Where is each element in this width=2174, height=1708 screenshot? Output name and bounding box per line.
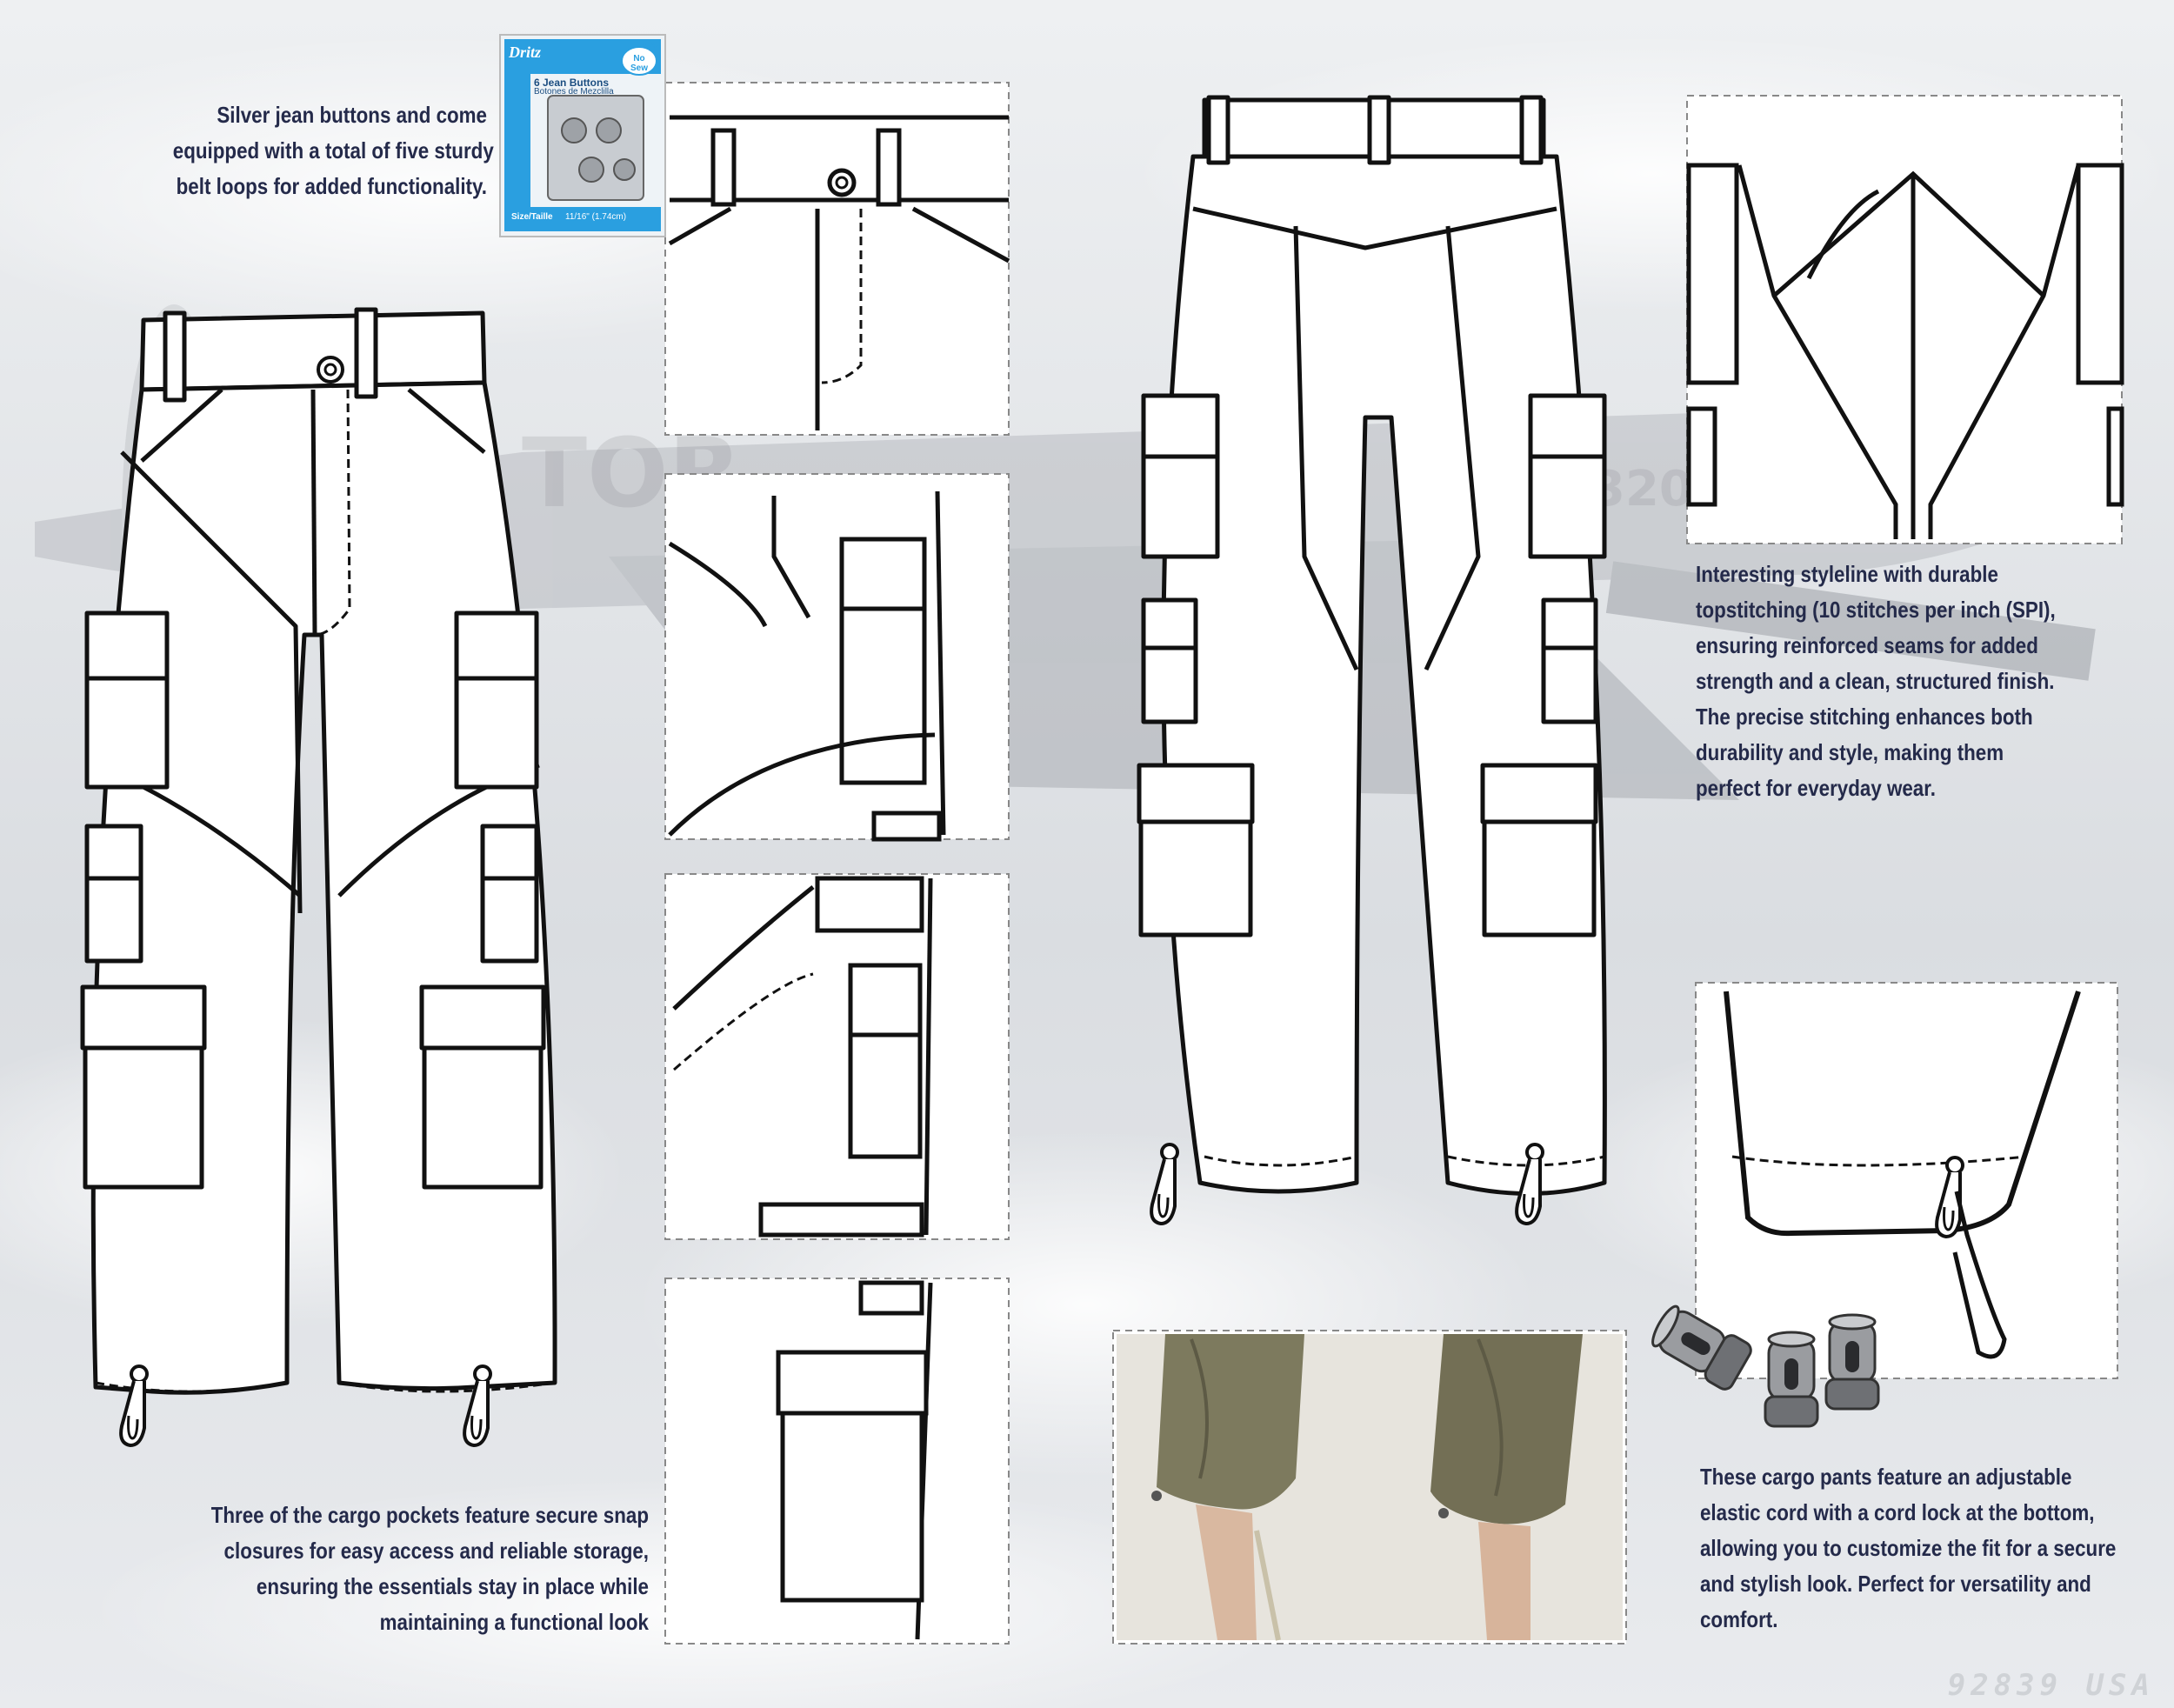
detail-side-seam	[664, 873, 1010, 1240]
note-line: Interesting styleline with durable	[1696, 561, 1998, 587]
package-size-label: Size/Taille	[511, 212, 553, 222]
package-product-es: Botones de Mezclilla	[534, 87, 614, 97]
package-badge: No Sew	[630, 54, 648, 73]
note-line: perfect for everyday wear.	[1696, 775, 1936, 801]
background-watermark: 92839 USA	[1947, 1668, 2155, 1703]
note-line: durability and style, making them	[1696, 739, 2004, 765]
note-line: closures for easy access and reliable st…	[223, 1538, 649, 1564]
detail-panels	[664, 82, 2123, 1645]
note-line: belt loops for added functionality.	[176, 173, 487, 199]
note-line: comfort.	[1700, 1606, 1778, 1632]
package-size-value: 11/16" (1.74cm)	[565, 212, 627, 222]
package-code: 4-5S	[642, 41, 659, 50]
note-cord: These cargo pants feature an adjustable …	[1700, 1459, 2117, 1638]
note-line: allowing you to customize the fit for a …	[1700, 1535, 2117, 1561]
note-line: ensuring the essentials stay in place wh…	[256, 1573, 649, 1599]
note-line: Three of the cargo pockets feature secur…	[210, 1502, 650, 1528]
note-line: The precise stitching enhances both	[1696, 704, 2033, 730]
note-line: maintaining a functional look	[379, 1609, 649, 1635]
note-line: and stylish look. Perfect for versatilit…	[1700, 1571, 2091, 1597]
button-package	[499, 34, 666, 237]
package-brand: Dritz	[509, 43, 542, 61]
note-line: ensuring reinforced seams for added	[1696, 632, 2038, 658]
front-view-pants	[80, 307, 557, 1395]
note-styleline: Interesting styleline with durable topst…	[1696, 557, 2056, 806]
note-line: topstitching (10 stitches per inch (SPI)…	[1696, 597, 2056, 623]
cargo-pants-photo	[1117, 1334, 1623, 1641]
detail-cargo-pocket	[664, 473, 1010, 840]
package-product: 6 Jean Buttons	[534, 77, 610, 89]
toggle-loop-icon	[1150, 1143, 1179, 1225]
note-pockets: Three of the cargo pockets feature secur…	[210, 1498, 649, 1640]
note-line: These cargo pants feature an adjustable	[1700, 1464, 2072, 1490]
note-line: elastic cord with a cord lock at the bot…	[1700, 1499, 2095, 1525]
note-line: equipped with a total of five sturdy	[172, 137, 494, 163]
detail-hem-cord	[1695, 982, 2118, 1379]
detail-back-yoke	[1686, 95, 2123, 544]
button-snap-icon	[317, 356, 344, 384]
back-view-pants	[1137, 95, 1607, 1196]
note-line: strength and a clean, structured finish.	[1696, 668, 2055, 694]
note-line: Silver jean buttons and come	[217, 102, 487, 128]
note-buttons: Silver jean buttons and come equipped wi…	[172, 97, 494, 204]
